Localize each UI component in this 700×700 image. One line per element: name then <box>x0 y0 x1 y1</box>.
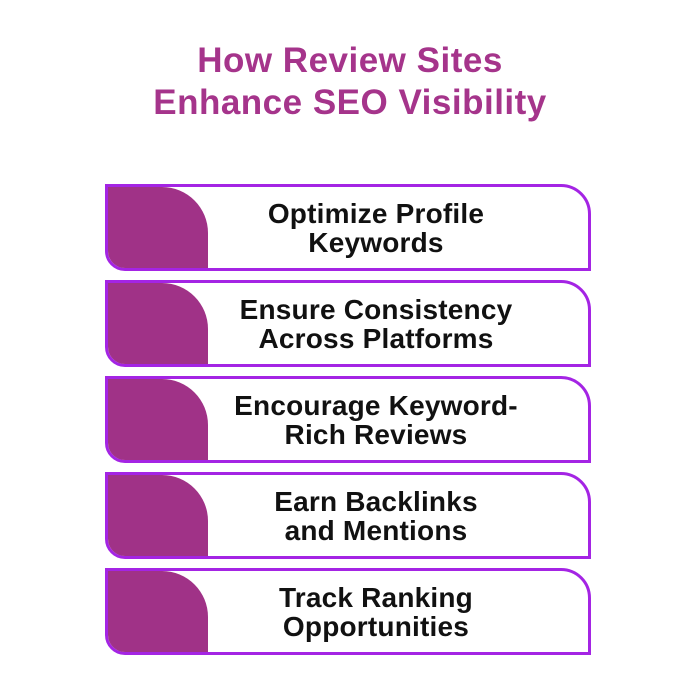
banner-item: Ensure Consistency Across Platforms <box>105 280 591 367</box>
banner-accent-block <box>108 475 208 556</box>
banner-label: Ensure Consistency Across Platforms <box>239 293 513 354</box>
banner-accent-block <box>108 571 208 652</box>
banner-item: Optimize Profile Keywords <box>105 184 591 271</box>
banner-label: Earn Backlinks and Mentions <box>274 485 478 546</box>
banner-label: Optimize Profile Keywords <box>267 197 485 258</box>
banner-accent-block <box>108 379 208 460</box>
banner-label: Track Ranking Opportunities <box>278 581 473 642</box>
banner-accent-block <box>108 283 208 364</box>
infographic-title: How Review Sites Enhance SEO Visibility <box>153 41 547 122</box>
banner-item: Track Ranking Opportunities <box>105 568 591 655</box>
banner-accent-block <box>108 187 208 268</box>
banner-item: Earn Backlinks and Mentions <box>105 472 591 559</box>
banner-label: Encourage Keyword- Rich Reviews <box>234 389 518 450</box>
banner-item: Encourage Keyword- Rich Reviews <box>105 376 591 463</box>
